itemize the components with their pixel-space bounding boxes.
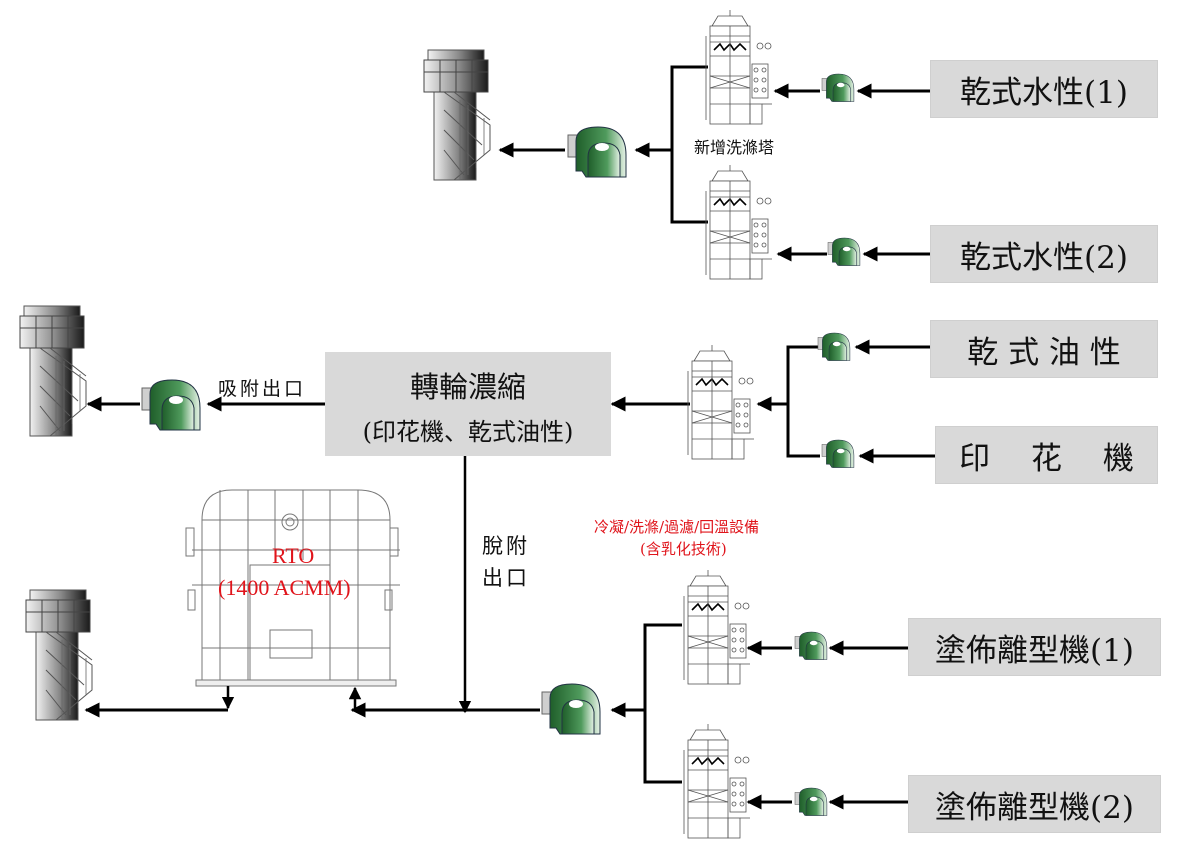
rotor-subtitle: (印花機、乾式油性) <box>362 418 574 446</box>
source-box-coating-1: 塗佈離型機(1) <box>908 618 1161 676</box>
scrubber-tower-icon <box>687 344 755 460</box>
source-label: 乾式水性(2) <box>960 239 1128 276</box>
source-box-dry-oil: 乾 式 油 性 <box>930 320 1158 378</box>
source-label: 印 花 機 <box>959 440 1134 477</box>
source-box-dry-water-1: 乾式水性(1) <box>930 60 1158 118</box>
flow-line <box>786 345 820 458</box>
rto-unit-icon <box>185 489 400 687</box>
source-box-printing: 印 花 機 <box>935 426 1158 484</box>
exhaust-stack-icon <box>423 49 491 181</box>
centrifugal-fan-icon <box>821 73 855 102</box>
source-label: 塗佈離型機(2) <box>935 789 1134 826</box>
exhaust-stack-icon <box>25 589 93 721</box>
new-scrubber-label: 新增洗滌塔 <box>694 138 775 157</box>
centrifugal-fan-icon <box>827 237 861 266</box>
centrifugal-fan-icon <box>821 439 855 468</box>
centrifugal-fan-icon <box>794 787 828 816</box>
exhaust-stack-icon <box>19 305 87 437</box>
centrifugal-fan-icon <box>141 379 201 431</box>
rto-label: RTO <box>272 543 315 568</box>
rto-capacity-label: (1400 ACMM) <box>218 575 351 600</box>
centrifugal-fan-icon <box>541 683 601 735</box>
rotor-title: 轉輪濃縮 <box>409 370 526 404</box>
source-box-dry-water-2: 乾式水性(2) <box>930 225 1158 283</box>
source-label: 乾式水性(1) <box>960 74 1128 111</box>
scrubber-tower-icon <box>683 569 751 685</box>
centrifugal-fan-icon <box>794 631 828 660</box>
source-label: 乾 式 油 性 <box>967 334 1121 371</box>
pretreatment-label-2: (含乳化技術) <box>640 540 727 558</box>
adsorption-outlet-label: 吸附出口 <box>218 378 307 400</box>
source-label: 塗佈離型機(1) <box>935 632 1134 669</box>
scrubber-tower-icon <box>683 723 751 839</box>
scrubber-tower-icon <box>705 164 773 280</box>
flow-line <box>643 623 682 784</box>
scrubber-tower-icon <box>705 9 773 125</box>
desorption-outlet-label-1: 脫附 <box>482 534 530 558</box>
source-box-coating-2: 塗佈離型機(2) <box>908 775 1161 833</box>
desorption-outlet-label-2: 出口 <box>482 566 530 590</box>
flow-line <box>670 65 708 224</box>
centrifugal-fan-icon <box>567 126 627 178</box>
centrifugal-fan-icon <box>817 332 851 361</box>
rotor-concentrator-box: 轉輪濃縮 (印花機、乾式油性) <box>325 352 611 456</box>
pretreatment-label-1: 冷凝/洗滌/過濾/回溫設備 <box>594 518 760 536</box>
